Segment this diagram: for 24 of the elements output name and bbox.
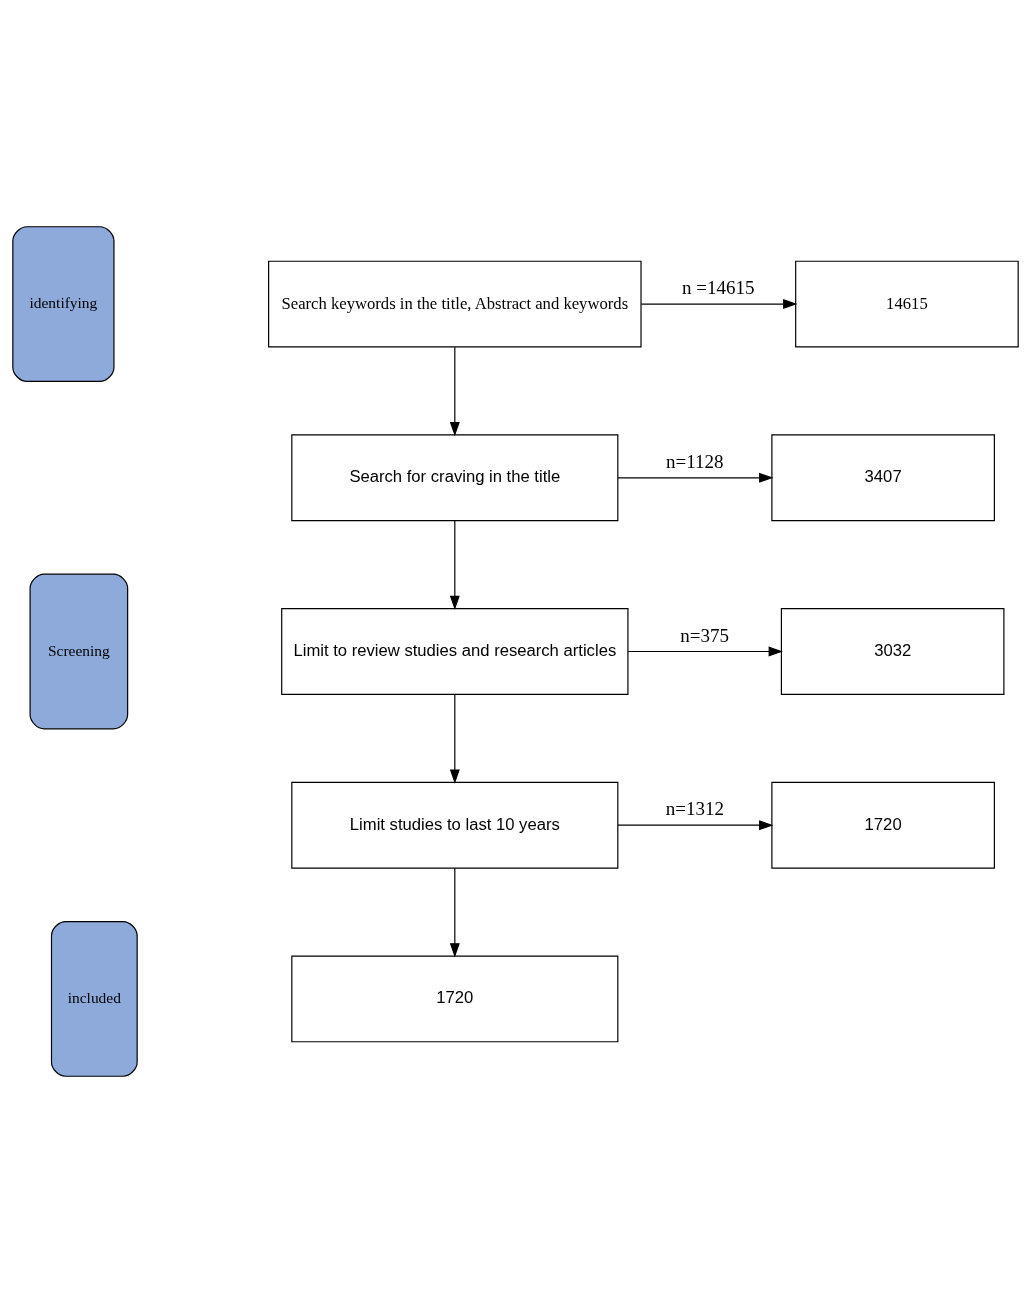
node-box: 1720 — [291, 955, 619, 1043]
arrow — [449, 694, 460, 784]
node-box: Search keywords in the title, Abstract and keywords — [268, 260, 642, 348]
node-box: 3407 — [771, 434, 995, 522]
node-box: 3032 — [780, 608, 1005, 695]
edge-label: n=1312 — [665, 798, 724, 820]
node-box: Limit to review studies and research articles — [281, 608, 629, 695]
node-box: 1720 — [771, 781, 995, 869]
node-box: Search for craving in the title — [291, 434, 619, 522]
edge-label: n=1128 — [666, 451, 724, 473]
arrow — [617, 472, 774, 483]
arrow — [627, 646, 783, 657]
arrow — [640, 299, 798, 310]
edge-label: n =14615 — [682, 277, 755, 299]
node-box: Limit studies to last 10 years — [291, 781, 619, 869]
arrow — [449, 346, 460, 437]
edge-label: n=375 — [680, 624, 730, 646]
node-box: 14615 — [795, 260, 1019, 348]
node-box: included — [50, 920, 138, 1077]
node-box: Screening — [29, 573, 129, 730]
arrow — [449, 520, 460, 611]
arrow — [617, 820, 774, 831]
arrow — [449, 867, 460, 958]
node-box: identifying — [12, 226, 115, 383]
